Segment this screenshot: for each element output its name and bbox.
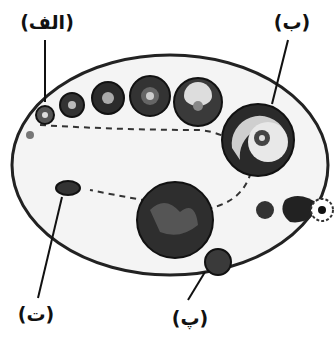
callout-label: (الف) bbox=[20, 12, 74, 33]
callout-label: (ب) bbox=[274, 12, 310, 33]
callout-label: (ت) bbox=[18, 304, 54, 325]
callout-label: (پ) bbox=[172, 308, 208, 329]
